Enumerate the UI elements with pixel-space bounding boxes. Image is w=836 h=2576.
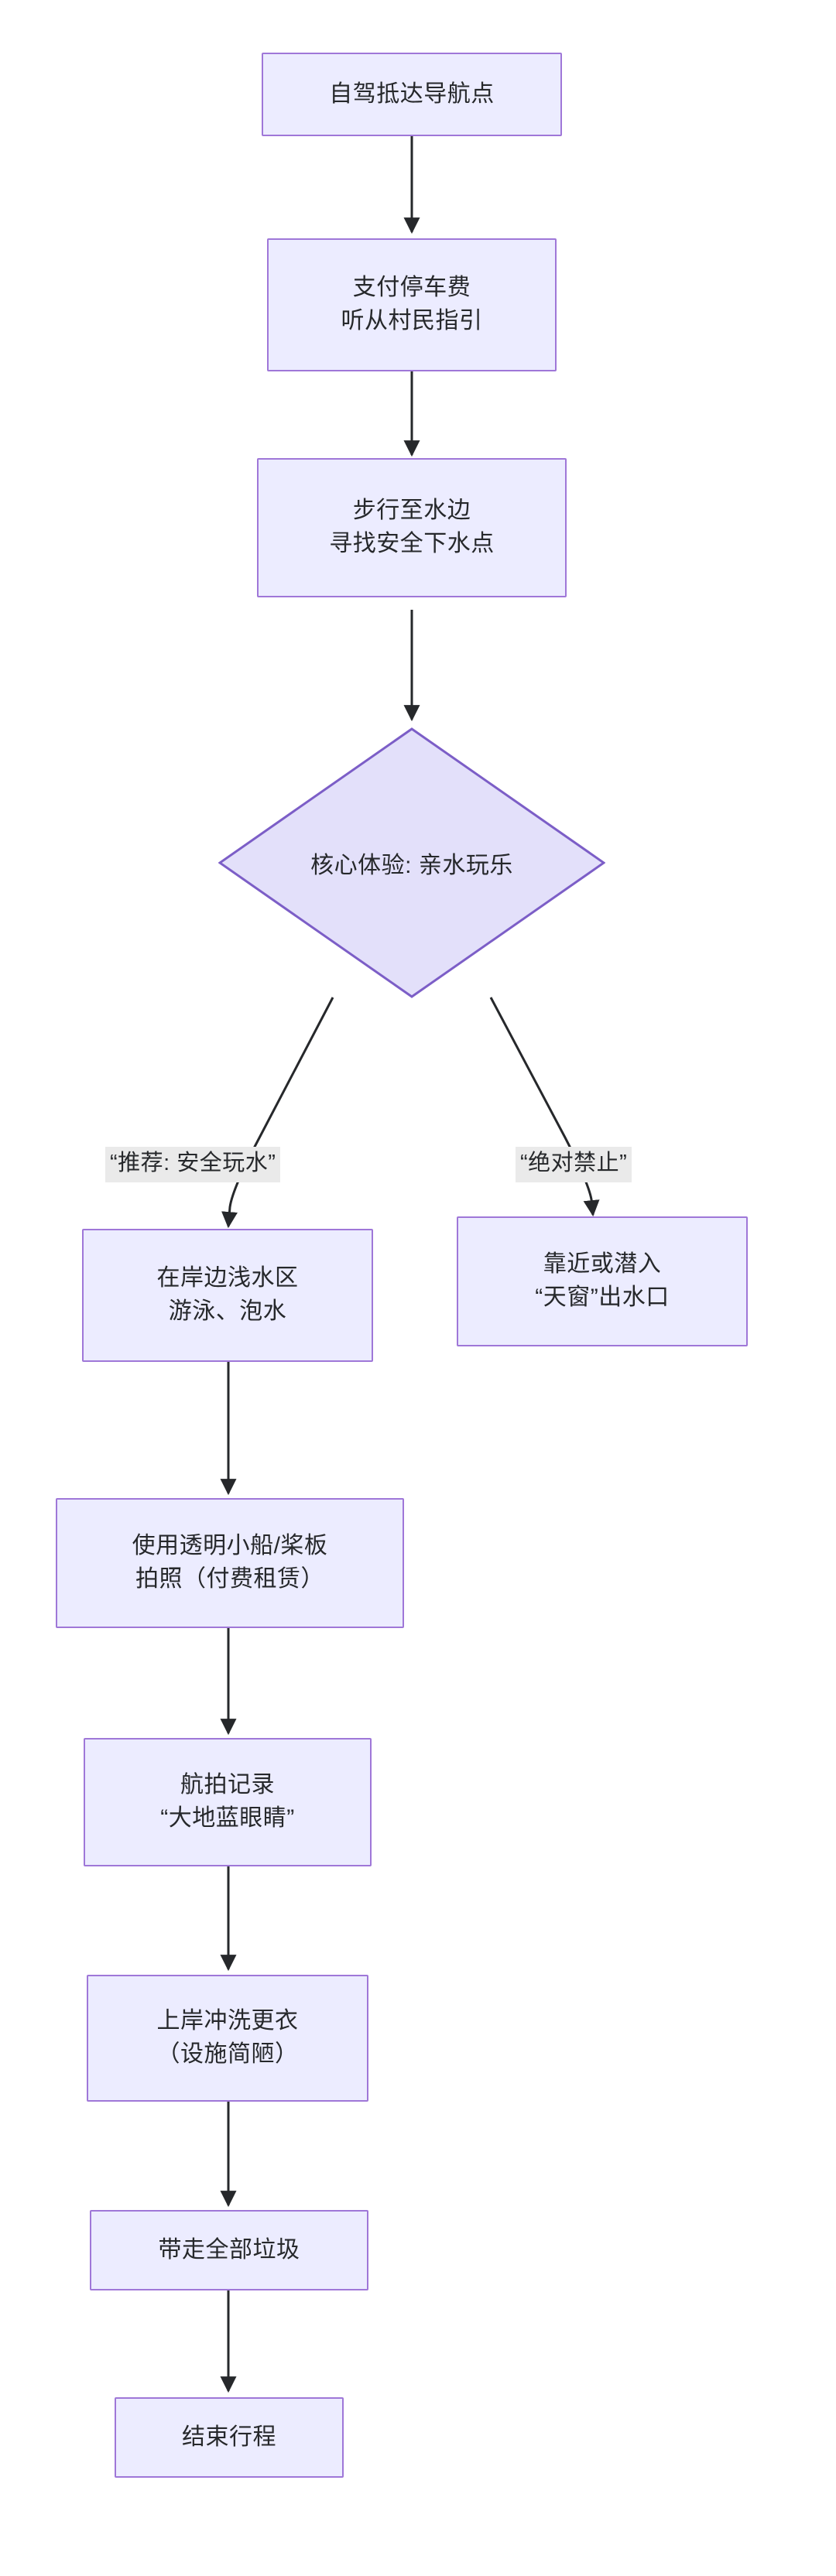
- node-label-line: 在岸边浅水区: [156, 1265, 299, 1291]
- node-pay-parking[interactable]: 支付停车费 听从村民指引: [267, 238, 557, 371]
- node-label-line: 支付停车费: [352, 275, 471, 301]
- node-label-line: 寻找安全下水点: [329, 531, 495, 556]
- node-label-line: 使用透明小船/桨板: [132, 1533, 328, 1559]
- node-aerial-record[interactable]: 航拍记录 “大地蓝眼睛”: [84, 1738, 372, 1866]
- node-end-trip[interactable]: 结束行程: [115, 2397, 344, 2478]
- node-label-line: 步行至水边: [352, 498, 471, 524]
- diamond-shape: [218, 727, 605, 998]
- node-label-line: 结束行程: [182, 2424, 276, 2450]
- node-label-line: “大地蓝眼睛”: [160, 1805, 295, 1831]
- node-label-line: 听从村民指引: [341, 308, 483, 334]
- node-label-line: 靠近或潜入: [543, 1251, 662, 1278]
- node-transparent-boat-photo[interactable]: 使用透明小船/桨板 拍照（付费租赁）: [56, 1498, 404, 1628]
- node-walk-to-water[interactable]: 步行至水边 寻找安全下水点: [257, 458, 567, 597]
- decision-label: 核心体验: 亲水玩乐: [310, 853, 513, 878]
- node-label-line: “天窗”出水口: [535, 1285, 670, 1310]
- node-label-line: （设施简陋）: [156, 2041, 299, 2067]
- node-label-line: 带走全部垃圾: [158, 2236, 300, 2263]
- node-label-line: 自驾抵达导航点: [329, 80, 495, 107]
- node-label-line: 航拍记录: [180, 1772, 275, 1798]
- node-rinse-change[interactable]: 上岸冲洗更衣 （设施简陋）: [87, 1975, 368, 2102]
- edge-label-forbidden: “绝对禁止”: [516, 1147, 632, 1182]
- node-arrive-by-car[interactable]: 自驾抵达导航点: [262, 53, 562, 136]
- edge-d1-n5: [489, 997, 600, 1217]
- node-label-line: 游泳、泡水: [168, 1298, 287, 1324]
- node-label-line: 上岸冲洗更衣: [156, 2008, 299, 2034]
- decision-core-experience[interactable]: 核心体验: 亲水玩乐: [218, 727, 605, 998]
- edge-label-recommended: “推荐: 安全玩水”: [105, 1147, 281, 1182]
- node-take-trash[interactable]: 带走全部垃圾: [90, 2210, 368, 2290]
- edge-d1-n4: [221, 997, 334, 1229]
- node-forbidden-skylight[interactable]: 靠近或潜入 “天窗”出水口: [457, 1216, 748, 1346]
- node-label-line: 拍照（付费租赁）: [135, 1566, 324, 1592]
- node-shallow-water-swim[interactable]: 在岸边浅水区 游泳、泡水: [82, 1229, 373, 1362]
